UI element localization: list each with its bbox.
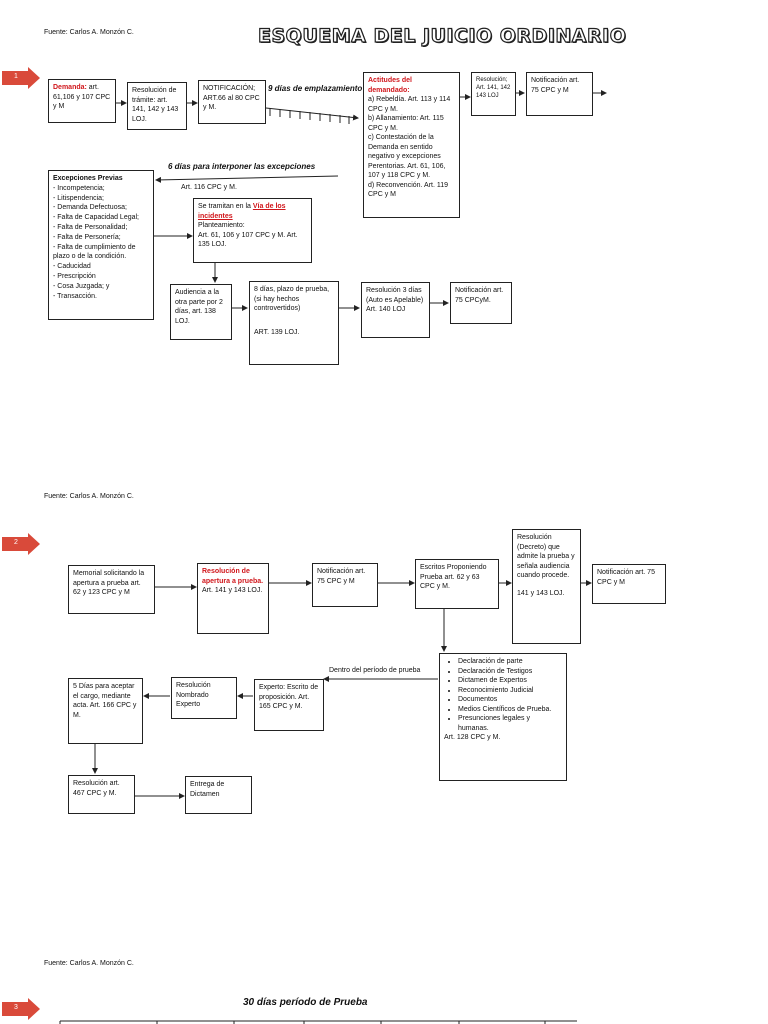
memorial-box: Memorial solicitando la apertura a prueb… — [68, 565, 155, 614]
experto-box: Experto: Escrito de proposición. Art. 16… — [254, 679, 324, 731]
medio-item: Dictamen de Expertos — [458, 676, 562, 686]
demanda-box: Demanda: art. 61,106 y 107 CPC y M — [48, 79, 116, 123]
actitud-item: a) Rebeldía. Art. 113 y 114 CPC y M. — [368, 96, 451, 113]
incidentes-red: Vía de los incidentes — [198, 203, 286, 220]
resolucion-decreto-text: Resolución (Decreto) que admite la prueb… — [517, 534, 575, 579]
marker-2-label: 2 — [14, 539, 18, 546]
resolucion-3dias-box: Resolución 3 días (Auto es Apelable) Art… — [361, 282, 430, 338]
medio-item: Declaración de Testigos — [458, 667, 562, 677]
page-title: ESQUEMA DEL JUICIO ORDINARIO — [257, 24, 627, 47]
medio-item: Declaración de parte — [458, 657, 562, 667]
excepcion-item: - Falta de Personería; — [53, 233, 121, 241]
escritos-box: Escritos Proponiendo Prueba art. 62 y 63… — [415, 559, 499, 609]
audiencia-box: Audiencia a la otra parte por 2 días, ar… — [170, 284, 232, 340]
dentro-periodo-label: Dentro del período de prueba — [329, 667, 421, 674]
excepcion-item: - Litispendencia; — [53, 194, 104, 202]
notificacion-75-box: Notificación art. 75 CPC y M — [526, 72, 593, 116]
resolucion-decreto-arts: 141 y 143 LOJ. — [517, 589, 565, 597]
excepcion-item: - Transacción. — [53, 292, 97, 300]
actitud-item: d) Reconvención. Art. 119 CPC y M — [368, 181, 449, 199]
emplazamiento-label: 9 días de emplazamiento — [268, 84, 363, 93]
ocho-dias-text: 8 días, plazo de prueba, (si hay hechos … — [254, 286, 330, 312]
resolucion-467-box: Resolución art. 467 CPC y M. — [68, 775, 135, 814]
periodo-prueba-label: 30 días período de Prueba — [243, 997, 368, 1008]
medio-item: Documentos — [458, 695, 562, 705]
incidentes-pre: Se tramitan en la — [198, 203, 253, 210]
excepcion-item: - Incompetencia; — [53, 184, 105, 192]
demanda-text: art. 61,106 y 107 CPC y M — [53, 84, 111, 110]
excepcion-item: - Falta de Personalidad; — [53, 223, 128, 231]
notificacion-75b-box-2: Notificación art. 75 CPC y M — [592, 564, 666, 604]
excepcion-item: - Cosa Juzgada; y — [53, 282, 110, 290]
actitudes-box: Actitudes del demandado: a) Rebeldía. Ar… — [363, 72, 460, 218]
resolucion-nombrando-box: Resolución Nombrado Experto — [171, 677, 237, 719]
resolucion-141-box: Resolución; Art. 141, 142 143 LOJ — [471, 72, 516, 116]
marker-3-label: 3 — [14, 1004, 18, 1011]
notificacion-box: NOTIFICACIÓN; ART.66 al 80 CPC y M. — [198, 80, 266, 124]
actitud-item: b) Allanamiento: Art. 115 CPC y M. — [368, 115, 444, 132]
source-label: Fuente: Carlos A. Monzón C. — [44, 29, 134, 36]
apertura-red: Resolución de apertura a prueba. — [202, 568, 264, 585]
excepcion-item: - Caducidad — [53, 263, 91, 271]
section-marker-3 — [2, 998, 40, 1020]
medio-item: Presunciones legales y humanas. — [458, 714, 562, 733]
source-label-3: Fuente: Carlos A. Monzón C. — [44, 960, 134, 967]
resolucion-tramite-box: Resolución de trámite: art. 141, 142 y 1… — [127, 82, 187, 130]
medio-item: Medios Científicos de Prueba. — [458, 705, 562, 715]
resolucion-decreto-box: Resolución (Decreto) que admite la prueb… — [512, 529, 581, 644]
excepciones-box: Excepciones Previas - Incompetencia; - L… — [48, 170, 154, 320]
medios-art: Art. 128 CPC y M. — [444, 734, 501, 741]
demanda-label: Demanda: — [53, 84, 87, 91]
planteamiento-label: Planteamiento: — [198, 222, 245, 229]
section-marker-2 — [2, 533, 40, 555]
apertura-box: Resolución de apertura a prueba. Art. 14… — [197, 563, 269, 634]
notificacion-75b-box: Notificación art. 75 CPCyM. — [450, 282, 512, 324]
excepcion-item: - Demanda Defectuosa; — [53, 204, 127, 212]
source-label-2: Fuente: Carlos A. Monzón C. — [44, 493, 134, 500]
excepcion-item: - Falta de Capacidad Legal; — [53, 214, 139, 222]
entrega-box: Entrega de Dictamen — [185, 776, 252, 814]
excepciones-title: Excepciones Previas — [53, 175, 123, 182]
excepciones-days-label: 6 días para interponer las excepciones — [168, 162, 316, 171]
marker-1-label: 1 — [14, 73, 18, 80]
notificacion-75-box-2: Notificación art. 75 CPC y M — [312, 563, 378, 607]
apertura-arts: Art. 141 y 143 LOJ. — [202, 587, 263, 594]
art116-label: Art. 116 CPC y M. — [181, 184, 237, 191]
planteamiento-arts: Art. 61, 106 y 107 CPC y M. Art. 135 LOJ… — [198, 231, 298, 249]
medio-item: Reconocimiento Judicial — [458, 686, 562, 696]
excepcion-item: - Prescripción — [53, 272, 96, 280]
section-marker-1 — [2, 67, 40, 89]
ocho-dias-box: 8 días, plazo de prueba, (si hay hechos … — [249, 281, 339, 365]
actitud-item: c) Contestación de la Demanda en sentido… — [368, 134, 446, 179]
medios-box: Declaración de parte Declaración de Test… — [439, 653, 567, 781]
actitudes-title: Actitudes del demandado: — [368, 77, 412, 94]
ocho-dias-art: ART. 139 LOJ. — [254, 328, 300, 336]
excepcion-item: - Falta de cumplimiento de plazo o de la… — [53, 243, 136, 261]
cinco-dias-box: 5 Días para aceptar el cargo, mediante a… — [68, 678, 143, 744]
incidentes-box: Se tramitan en la Vía de los incidentes … — [193, 198, 312, 263]
